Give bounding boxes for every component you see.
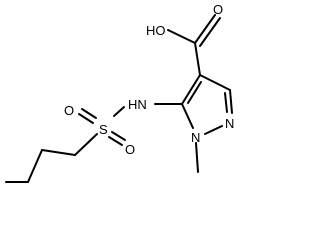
bond-oh-c — [167, 29, 196, 44]
bond-s-c1 — [74, 133, 98, 156]
amine-nh-label: HN — [128, 97, 147, 112]
ring-n-lower-label: N — [191, 130, 200, 145]
bond-c-o-double-b — [199, 17, 221, 47]
bond-s-o-upper-b — [78, 113, 94, 124]
bond-s-o-upper-a — [81, 108, 97, 119]
carboxyl-o-label: O — [213, 2, 223, 17]
bond-s-o-lower-a — [111, 131, 126, 141]
bond-n1-methyl — [195, 142, 199, 173]
bond-c3-n2-inner — [224, 92, 228, 113]
carboxyl-oh-label: HO — [146, 23, 166, 38]
bond-nh-s — [113, 106, 125, 117]
bond-c5-c4 — [181, 74, 201, 105]
bond-c-o-double-a — [194, 14, 216, 44]
bond-c-ring — [194, 42, 201, 76]
structure-canvas: HO O HN S O O N N — [5, 2, 234, 183]
bond-c3-n2 — [229, 89, 233, 114]
bond-c1-c2 — [41, 149, 76, 156]
ring-n-upper-label: N — [225, 116, 234, 131]
bond-n1-c5 — [181, 103, 194, 129]
sulfur-label: S — [99, 122, 108, 137]
bond-c5-c4-inner — [187, 81, 202, 104]
bond-n2-n1 — [204, 125, 223, 135]
bond-s-o-lower-b — [108, 136, 123, 146]
sulfonyl-o-upper-label: O — [64, 103, 74, 118]
bond-c4-c3 — [199, 74, 231, 91]
sulfonyl-o-lower-label: O — [125, 142, 135, 157]
bond-c2-c3 — [27, 149, 43, 183]
chemical-structure: HO O HN S O O N N — [5, 2, 234, 183]
